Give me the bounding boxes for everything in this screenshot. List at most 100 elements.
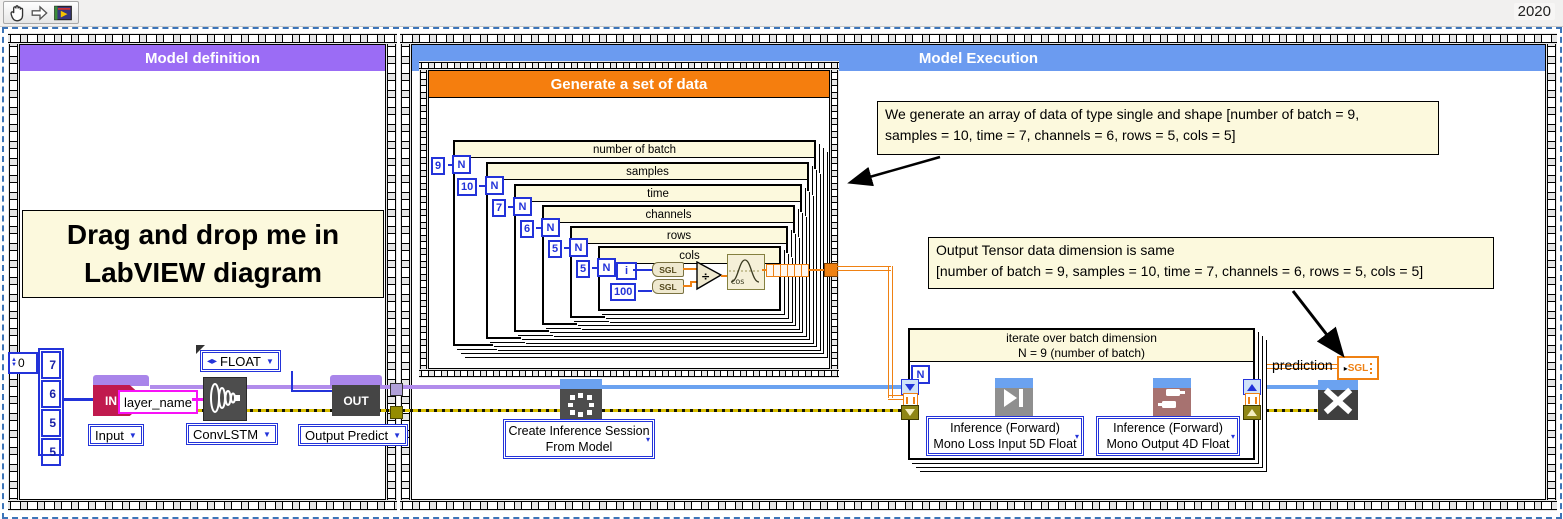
prediction-wire xyxy=(1261,366,1266,397)
loop-count-terminal: N xyxy=(541,218,560,237)
prediction-wire xyxy=(1261,364,1337,369)
wire xyxy=(633,269,652,271)
loop-label: number of batch xyxy=(455,142,814,158)
loop-label: time xyxy=(516,186,800,202)
divisor-constant[interactable]: 100 xyxy=(610,283,637,301)
frame-dash-left xyxy=(401,44,410,500)
float-type-wire xyxy=(291,390,333,392)
inference-output-selector-dropdown[interactable]: Inference (Forward) Mono Output 4D Float… xyxy=(1096,416,1240,456)
frame-dash-top xyxy=(400,34,1557,43)
array-element[interactable]: 7 xyxy=(41,351,61,379)
wire xyxy=(690,281,698,283)
error-tunnel-in xyxy=(901,405,919,420)
data-array-wire xyxy=(888,266,893,398)
session-band xyxy=(1318,380,1358,390)
wire xyxy=(536,227,542,229)
tool-palette xyxy=(3,1,79,24)
session-band xyxy=(560,379,602,389)
array-index-control[interactable]: ▲▼ 0 xyxy=(8,352,38,374)
wire xyxy=(683,285,691,287)
wire xyxy=(592,267,598,269)
iteration-terminal: i xyxy=(616,262,637,280)
spinner-icon[interactable]: ▲▼ xyxy=(11,357,17,368)
dropdown-arrow-icon: ▼ xyxy=(263,429,271,439)
dispose-session-node[interactable] xyxy=(1318,380,1358,420)
out-node-band xyxy=(330,375,382,386)
prediction-indicator[interactable]: ▸ SGL xyxy=(1337,356,1379,380)
error-tunnel-out xyxy=(1243,405,1261,420)
loop-count-terminal: N xyxy=(513,197,532,216)
convlstm-selector-dropdown[interactable]: ConvLSTM ▼ xyxy=(186,423,278,445)
generate-annotation: We generate an array of data of type sin… xyxy=(877,101,1439,155)
divide-function[interactable]: ÷ xyxy=(696,261,724,291)
drag-drop-label-line2: LabVIEW diagram xyxy=(83,257,323,288)
wire xyxy=(683,268,698,270)
frame-dash-bottom xyxy=(419,370,839,377)
dropdown-arrow-icon: ▼ xyxy=(265,356,274,366)
wire xyxy=(564,247,570,249)
output-annotation: Output Tensor data dimension is same [nu… xyxy=(928,237,1494,289)
create-inference-session-node[interactable] xyxy=(560,379,602,421)
loop-label: samples xyxy=(488,164,807,180)
vi-snippet-icon[interactable] xyxy=(53,4,73,22)
data-array-wire xyxy=(1259,395,1267,400)
count-constant[interactable]: 5 xyxy=(576,260,591,278)
frame-dash-right xyxy=(387,44,396,500)
enum-icon: ◂▸ xyxy=(207,355,218,367)
to-sgl-conversion[interactable]: SGL xyxy=(652,262,684,277)
inference-input-selector-dropdown[interactable]: Inference (Forward) Mono Loss Input 5D F… xyxy=(926,416,1084,456)
frame-dash-right xyxy=(1547,44,1556,500)
frame-dash-bottom xyxy=(400,501,1557,510)
array-element[interactable]: 5 xyxy=(41,409,61,437)
wire xyxy=(690,281,692,287)
count-constant[interactable]: 7 xyxy=(492,199,507,217)
cosine-function[interactable]: cos xyxy=(727,254,765,290)
convlstm-selector-label: ConvLSTM xyxy=(193,426,259,442)
frame-dash-left xyxy=(9,44,18,500)
inference2-label-line1: Inference (Forward) xyxy=(1113,420,1223,435)
shape-array-constant[interactable]: 7 6 5 5 xyxy=(38,348,64,466)
array-element[interactable]: 5 xyxy=(41,438,61,466)
loop-label: rows xyxy=(572,228,786,244)
count-constant[interactable]: 5 xyxy=(548,240,563,258)
output-annotation-line1: Output Tensor data dimension is same xyxy=(936,242,1175,258)
out-node-body: OUT xyxy=(332,385,380,416)
loop-count-terminal: N xyxy=(569,238,588,257)
string-wire xyxy=(192,398,204,401)
prediction-label: prediction xyxy=(1272,357,1333,373)
output-selector-dropdown[interactable]: Output Predict ▼ xyxy=(298,424,409,446)
svg-text:÷: ÷ xyxy=(701,270,710,283)
label-fold-icon xyxy=(196,345,205,354)
convlstm-node[interactable] xyxy=(203,377,247,421)
create-session-label-line2: From Model xyxy=(545,440,613,454)
input-selector-dropdown[interactable]: Input ▼ xyxy=(88,424,144,446)
frame-dash-bottom xyxy=(8,501,397,510)
dropdown-arrow-icon: ▾ xyxy=(1074,431,1079,441)
count-constant[interactable]: 9 xyxy=(431,157,446,175)
wire xyxy=(721,275,728,277)
create-session-selector-dropdown[interactable]: Create Inference Session From Model ▾ xyxy=(503,419,655,459)
inference-forward-input-node[interactable] xyxy=(995,378,1033,416)
generate-data-header: Generate a set of data xyxy=(429,71,829,98)
hand-tool-icon[interactable] xyxy=(7,3,27,23)
output-annotation-line2: [number of batch = 9, samples = 10, time… xyxy=(936,263,1424,279)
snippet-dashed-border xyxy=(2,27,1562,519)
float-type-wire xyxy=(291,371,293,391)
float-enum-dropdown[interactable]: ◂▸ FLOAT ▼ xyxy=(200,350,281,372)
dropdown-arrow-icon: ▾ xyxy=(1230,431,1235,441)
inference1-label-line1: Inference (Forward) xyxy=(950,420,1060,435)
prediction-type-label: SGL xyxy=(1348,362,1373,374)
arrow-tool-icon[interactable] xyxy=(30,3,50,23)
svg-text:cos: cos xyxy=(731,277,744,286)
to-sgl-conversion[interactable]: SGL xyxy=(652,279,684,294)
inference-forward-output-node[interactable] xyxy=(1153,378,1191,416)
frame-dash-right xyxy=(831,70,838,369)
array-element[interactable]: 6 xyxy=(41,380,61,408)
count-constant[interactable]: 10 xyxy=(457,178,478,196)
layer-name-constant[interactable]: layer_name xyxy=(118,390,198,414)
out-node[interactable]: OUT xyxy=(328,375,384,419)
count-constant[interactable]: 6 xyxy=(520,220,535,238)
inference2-label-line2: Mono Output 4D Float xyxy=(1106,437,1230,451)
generate-annotation-line1: We generate an array of data of type sin… xyxy=(885,106,1360,122)
loop-count-terminal: N xyxy=(597,258,616,277)
